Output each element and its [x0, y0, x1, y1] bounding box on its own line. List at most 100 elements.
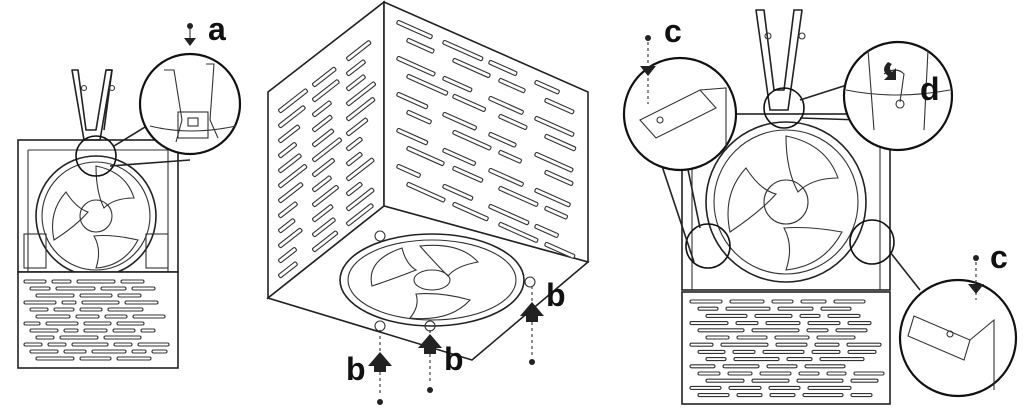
- vent-slot: [488, 203, 530, 226]
- detail-callout-d: [842, 40, 954, 152]
- vent-slot: [312, 158, 335, 178]
- vent-slot: [91, 349, 127, 354]
- vent-slot: [765, 321, 801, 326]
- vent-slot: [346, 187, 375, 212]
- label-a: a: [208, 11, 226, 47]
- vent-slot: [705, 313, 748, 318]
- vent-slot: [23, 300, 57, 305]
- vent-slot: [720, 342, 769, 347]
- vent-slot: [853, 371, 885, 376]
- vent-slot: [689, 342, 714, 347]
- vent-slot: [63, 349, 87, 354]
- side-clamp-left: [23, 233, 47, 269]
- vent-slot: [452, 93, 487, 112]
- vent-slot: [806, 328, 829, 333]
- vent-slot: [346, 181, 363, 197]
- detail-circle-small: [75, 135, 117, 177]
- vent-slot: [312, 128, 335, 148]
- vent-slot: [732, 349, 756, 354]
- vent-slot: [775, 342, 808, 347]
- vent-slot: [278, 88, 308, 114]
- fan-motor-plate-right: [705, 121, 867, 283]
- vent-slot: [452, 201, 489, 222]
- vent-slot: [63, 328, 79, 333]
- vent-slots-right: [689, 299, 885, 398]
- vent-slot: [278, 247, 297, 264]
- vent-slot: [816, 335, 856, 340]
- detail-callout-a: [138, 23, 242, 156]
- vent-slot: [850, 378, 879, 383]
- vent-slot: [705, 378, 745, 383]
- vent-slot: [406, 145, 445, 166]
- vent-slot: [768, 385, 801, 390]
- label-c-top: c: [664, 13, 682, 49]
- left-hood-front-view: a: [17, 11, 242, 369]
- detail-circle-right: [849, 219, 895, 265]
- label-b-left: b: [346, 351, 366, 387]
- vent-slot: [766, 364, 798, 369]
- vent-slot: [278, 218, 296, 234]
- vent-slot: [442, 183, 474, 201]
- vent-slot: [35, 314, 71, 319]
- vent-slot: [100, 286, 127, 291]
- vent-slot: [23, 279, 47, 284]
- vent-slot: [751, 378, 790, 383]
- vent-slot: [346, 81, 376, 107]
- vent-slot: [312, 100, 332, 118]
- vent-slot: [820, 306, 852, 311]
- label-b-right: b: [546, 277, 566, 313]
- vent-slot: [769, 393, 796, 398]
- vent-slot: [35, 335, 55, 340]
- vent-slot: [346, 74, 366, 92]
- vent-slot: [697, 328, 745, 333]
- vent-slot: [498, 113, 528, 130]
- vent-slot: [59, 335, 99, 340]
- vent-slot: [544, 241, 576, 259]
- vent-slot: [132, 314, 166, 319]
- vent-slot: [151, 349, 168, 354]
- detail-circle-left: [685, 223, 731, 269]
- vent-slot: [107, 307, 144, 312]
- side-clamp-right: [145, 233, 169, 269]
- vent-slot: [442, 75, 473, 93]
- vent-slot: [346, 136, 363, 152]
- vent-slot: [278, 182, 304, 204]
- vent-slot: [396, 163, 421, 178]
- vent-slot: [498, 221, 539, 243]
- vent-slot: [278, 261, 298, 279]
- vent-slot: [278, 164, 308, 189]
- vent-slot: [137, 342, 170, 347]
- vent-slot: [312, 175, 332, 193]
- vent-slot: [826, 371, 847, 376]
- vent-slot: [61, 300, 77, 305]
- vent-slot: [442, 111, 477, 131]
- vent-slot: [79, 307, 103, 312]
- vent-slot: [29, 286, 51, 291]
- vent-slot: [488, 59, 518, 76]
- vent-slot: [406, 109, 432, 125]
- mounting-bracket-right: [755, 9, 806, 111]
- vent-slot: [534, 79, 560, 95]
- vent-slot: [725, 306, 771, 311]
- vent-slot: [697, 393, 730, 398]
- vent-slot: [278, 124, 301, 144]
- vent-slot: [544, 133, 577, 152]
- vent-slot: [846, 342, 882, 347]
- label-c-bottom: c: [990, 239, 1008, 275]
- vent-slot: [406, 73, 449, 96]
- vent-slot: [396, 91, 429, 110]
- vent-slot: [534, 151, 574, 173]
- vent-slot: [754, 313, 793, 318]
- vent-slot: [47, 342, 67, 347]
- vent-slot: [312, 137, 342, 163]
- vent-slot: [29, 307, 49, 312]
- vent-slot: [442, 39, 484, 62]
- vent-slot: [29, 349, 59, 354]
- vent-slot: [312, 230, 339, 253]
- label-b-center: b: [444, 341, 464, 377]
- vent-slot: [452, 57, 491, 78]
- vent-slot: [774, 335, 810, 340]
- vent-slot: [786, 357, 813, 362]
- vent-slot: [83, 328, 108, 333]
